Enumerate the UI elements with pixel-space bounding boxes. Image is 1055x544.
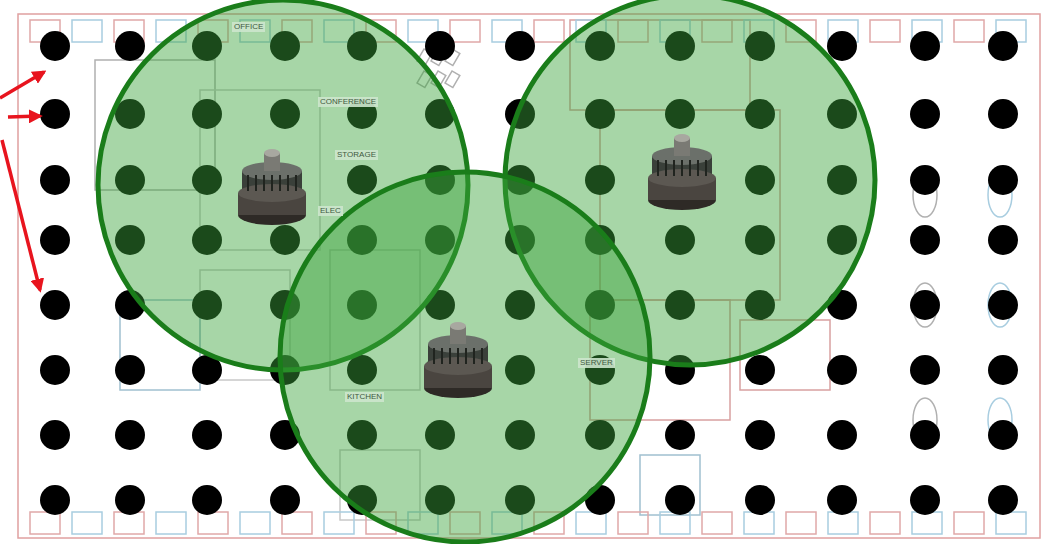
room-label: KITCHEN [345, 392, 384, 402]
room-label: SERVER [578, 358, 615, 368]
room-label: OFFICE [232, 22, 265, 32]
room-label: CONFERENCE [318, 97, 378, 107]
pointer-arrows [0, 72, 44, 290]
coverage-circles [98, 0, 875, 542]
room-label: ELEC [318, 206, 343, 216]
robot-icons [238, 134, 716, 398]
room-label: STORAGE [335, 150, 378, 160]
